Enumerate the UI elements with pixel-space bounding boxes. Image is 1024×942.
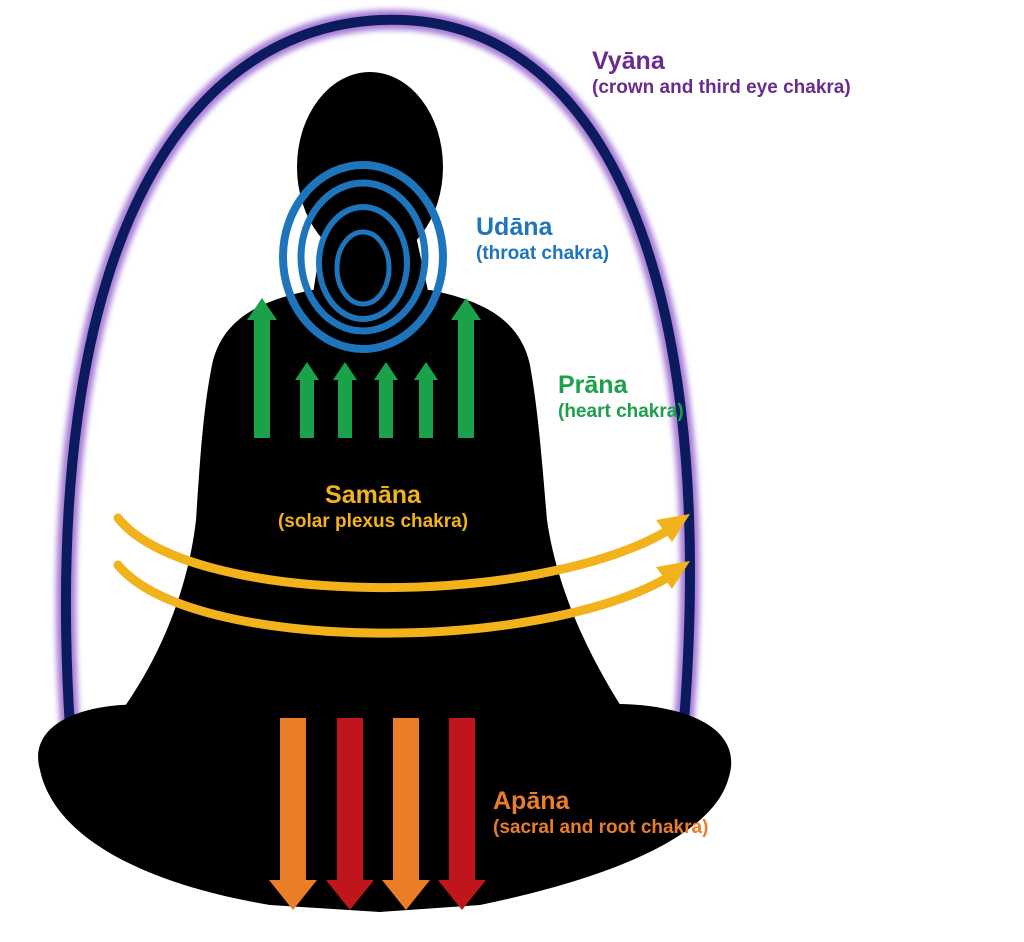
vyana-chakra: (crown and third eye chakra) [592,77,851,98]
apana-label: Apāna (sacral and root chakra) [493,786,708,840]
apana-down-arrow-3 [382,718,430,910]
prana-up-arrow-2 [451,298,481,438]
udana-label: Udāna (throat chakra) [476,212,609,266]
prana-up-arrow-1 [247,298,277,438]
apana-down-arrows-icon [269,718,486,910]
prana-up-arrow-5 [374,362,398,438]
apana-down-arrow-2 [326,718,374,910]
udana-rings-icon [279,161,447,353]
samana-arrowhead-1 [656,514,690,542]
apana-down-arrow-4 [438,718,486,910]
prana-label: Prāna (heart chakra) [558,370,684,424]
samana-curve-1 [113,513,677,593]
vyana-aura-arc-icon [55,9,700,729]
udana-name: Udāna [476,213,553,241]
prana-up-arrow-4 [333,362,357,438]
samana-curve-2 [113,560,677,638]
samana-label: Samāna (solar plexus chakra) [266,480,480,534]
samana-name: Samāna [325,481,421,509]
samana-curved-arrows-icon [113,513,690,638]
apana-name: Apāna [493,787,570,815]
vyana-label: Vyāna (crown and third eye chakra) [592,46,851,100]
prana-up-arrows-icon [247,298,481,438]
prana-up-arrow-6 [414,362,438,438]
apana-down-arrow-1 [269,718,317,910]
vyana-name: Vyāna [592,47,665,75]
samana-chakra: (solar plexus chakra) [277,511,469,532]
prana-up-arrow-3 [295,362,319,438]
apana-chakra: (sacral and root chakra) [493,817,709,838]
prana-chakra: (heart chakra) [558,401,684,422]
samana-arrowhead-2 [656,561,690,589]
udana-chakra: (throat chakra) [476,243,610,264]
prana-name: Prāna [558,371,628,399]
